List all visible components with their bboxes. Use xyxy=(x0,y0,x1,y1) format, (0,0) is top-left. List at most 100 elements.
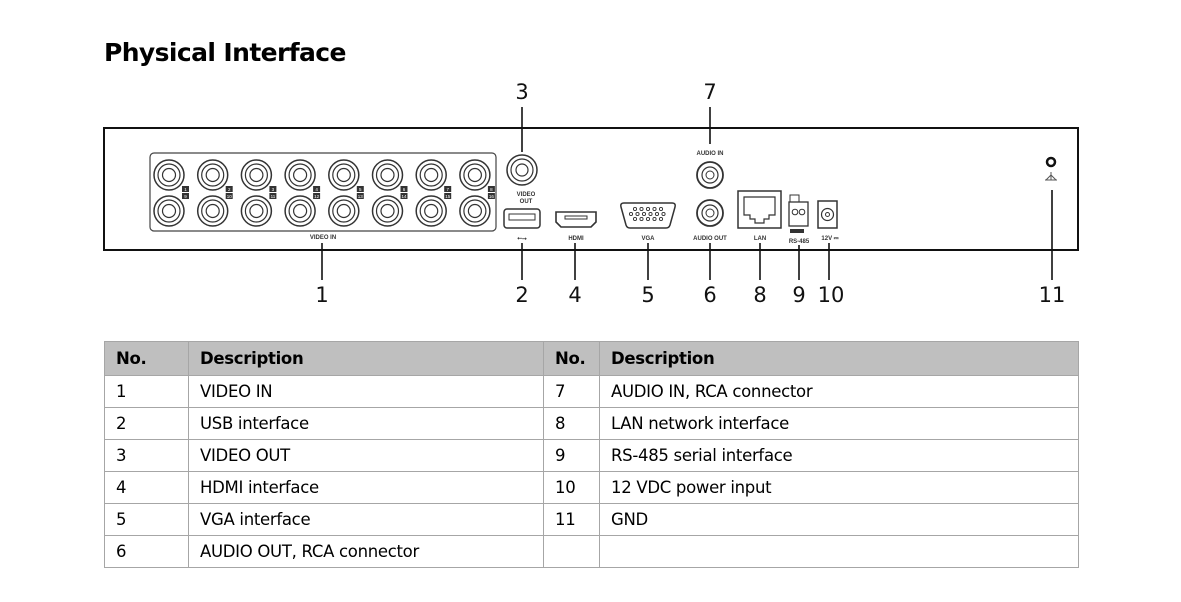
table-row: 1 VIDEO IN 7 AUDIO IN, RCA connector xyxy=(104,375,1079,408)
vga-pin xyxy=(661,211,666,217)
cell-no xyxy=(543,535,600,568)
channel-2-number: 2 xyxy=(228,187,231,192)
vga-pin xyxy=(632,216,638,222)
page-title: Physical Interface xyxy=(104,38,346,67)
channel-4-badge xyxy=(313,186,321,192)
channel-12-number: 12 xyxy=(314,194,320,199)
channel-8-badge xyxy=(487,186,495,192)
audio-in-port xyxy=(696,161,724,189)
bnc-video-in-2 xyxy=(196,159,229,191)
vga-pin xyxy=(635,211,640,217)
audio-out-label: AUDIO OUT xyxy=(693,236,727,242)
bnc-video-in-10 xyxy=(196,195,229,227)
interface-table: No. Description No. Description 1 VIDEO … xyxy=(104,341,1079,568)
bnc-video-in-8 xyxy=(459,159,491,191)
ground-terminal xyxy=(1045,156,1057,181)
rs485-terminal xyxy=(788,194,809,233)
bnc-video-in-1 xyxy=(153,159,185,191)
channel-7-number: 7 xyxy=(446,187,449,192)
video-out-label-1: VIDEO xyxy=(517,192,536,198)
usb-port xyxy=(503,208,541,229)
channel-16-number: 16 xyxy=(489,194,495,199)
callout-11: 11 xyxy=(1039,283,1066,307)
audio-out-port xyxy=(696,199,724,227)
bnc-video-in-4 xyxy=(284,159,316,191)
bnc-video-in-3 xyxy=(240,159,273,191)
header-no-left: No. xyxy=(104,341,189,376)
video-in-bezel xyxy=(149,152,497,232)
callout-7: 7 xyxy=(703,80,716,104)
cell-description: HDMI interface xyxy=(188,471,544,504)
callout-10: 10 xyxy=(818,283,845,307)
header-description-right: Description xyxy=(599,341,1079,376)
cell-description: GND xyxy=(599,503,1079,536)
table-row: 2 USB interface 8 LAN network interface xyxy=(104,407,1079,440)
cell-description: RS-485 serial interface xyxy=(599,439,1079,472)
cell-description: VGA interface xyxy=(188,503,544,536)
bnc-video-in-13 xyxy=(328,195,360,227)
bnc-video-in-16 xyxy=(459,195,491,227)
channel-5-number: 5 xyxy=(359,187,362,192)
cell-no: 6 xyxy=(104,535,189,568)
channel-8-number: 8 xyxy=(490,187,493,192)
cell-no: 10 xyxy=(543,471,600,504)
channel-4-number: 4 xyxy=(315,187,318,192)
cell-description xyxy=(599,535,1079,568)
usb-icon: ⭠⭢ xyxy=(517,236,527,242)
callout-lines xyxy=(321,107,1053,280)
vga-pin xyxy=(648,211,653,217)
channel-13-badge xyxy=(356,193,364,199)
cell-no: 2 xyxy=(104,407,189,440)
cell-no: 1 xyxy=(104,375,189,408)
channel-9-number: 9 xyxy=(184,194,187,199)
vga-pin xyxy=(652,216,657,222)
vga-pin xyxy=(658,206,664,212)
channel-6-number: 6 xyxy=(403,187,406,192)
cell-no: 5 xyxy=(104,503,189,536)
channel-15-number: 15 xyxy=(445,194,451,199)
vga-port xyxy=(620,202,676,229)
cell-description: LAN network interface xyxy=(599,407,1079,440)
callout-3: 3 xyxy=(515,80,528,104)
bnc-video-in-9 xyxy=(153,195,185,227)
channel-6-badge xyxy=(400,186,408,192)
cell-description: AUDIO IN, RCA connector xyxy=(599,375,1079,408)
channel-2-badge xyxy=(225,186,233,192)
bnc-video-in-7 xyxy=(415,159,447,191)
table-header-row: No. Description No. Description xyxy=(104,341,1079,376)
vga-label: VGA xyxy=(641,236,655,242)
header-description-left: Description xyxy=(188,341,544,376)
vga-pin xyxy=(654,211,660,217)
channel-14-badge xyxy=(400,193,408,199)
lan-port xyxy=(737,190,782,229)
vga-pin xyxy=(645,206,651,212)
channel-3-number: 3 xyxy=(272,187,275,192)
callout-4: 4 xyxy=(568,283,581,307)
vga-pin xyxy=(641,211,647,217)
channel-1-badge xyxy=(182,186,189,192)
channel-14-number: 14 xyxy=(401,194,407,199)
cell-no: 11 xyxy=(543,503,600,536)
cell-description: VIDEO OUT xyxy=(188,439,544,472)
channel-15-badge xyxy=(444,193,452,199)
table-row: 6 AUDIO OUT, RCA connector xyxy=(104,535,1079,568)
channel-5-badge xyxy=(356,186,364,192)
power-jack xyxy=(817,200,838,229)
cell-no: 9 xyxy=(543,439,600,472)
header-no-right: No. xyxy=(543,341,600,376)
cell-description: 12 VDC power input xyxy=(599,471,1079,504)
vga-pin xyxy=(645,216,651,222)
vga-pin xyxy=(658,216,664,222)
cell-description: AUDIO OUT, RCA connector xyxy=(188,535,544,568)
channel-13-number: 13 xyxy=(358,194,364,199)
channel-16-badge xyxy=(487,193,495,199)
rs485-label: RS-485 xyxy=(789,239,810,245)
video-out-label-2: OUT xyxy=(520,199,533,205)
video-in-label: VIDEO IN xyxy=(310,235,336,241)
vga-pin xyxy=(639,216,644,222)
cell-no: 3 xyxy=(104,439,189,472)
channel-11-number: 11 xyxy=(271,194,276,199)
bnc-video-in-5 xyxy=(328,159,360,191)
